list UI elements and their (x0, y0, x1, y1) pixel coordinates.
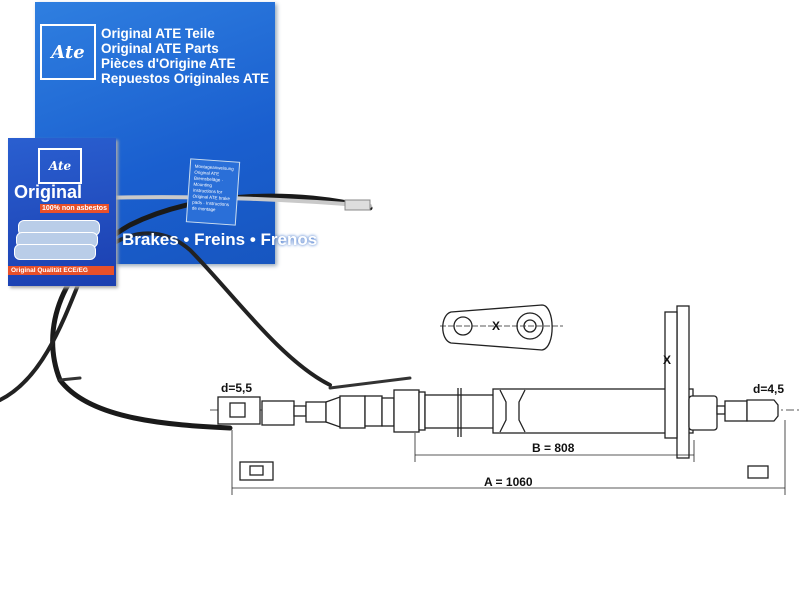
ate-logo-small: Ate (38, 148, 82, 184)
left-diameter-label: d=5,5 (221, 381, 252, 395)
right-diameter-label: d=4,5 (753, 382, 784, 396)
product-box-text: Original ATE Teile Original ATE Parts Pi… (101, 26, 269, 86)
box-line: Original ATE Teile (101, 26, 215, 41)
dimension-a-label: A = 1060 (484, 475, 533, 489)
box-line: Repuestos Originales ATE (101, 71, 270, 86)
box-slogan: Brakes • Freins • Frenos (122, 230, 318, 249)
brake-pad-illustration (14, 244, 96, 260)
right-clevis (746, 399, 779, 422)
box-line: Pièces d'Origine ATE (101, 56, 236, 71)
sleeve (492, 388, 694, 434)
pad-box-title: Original (14, 182, 83, 202)
dimension-b-label: B = 808 (532, 441, 575, 455)
box-line: Original ATE Parts (101, 41, 219, 56)
detail-x-label: X (492, 319, 500, 333)
ate-logo: Ate (40, 24, 96, 80)
quality-strip: Original Qualität ECE/EG (8, 266, 114, 275)
leaflet-text: Montageanweisung Original ATE Bremsbeläg… (191, 163, 234, 213)
brake-pad-box: Ate Original 100% non asbestos Original … (8, 138, 116, 286)
nut (393, 389, 420, 433)
right-end-view (747, 465, 769, 479)
technical-drawing (210, 304, 800, 495)
bracket-x-label: X (663, 353, 671, 367)
instruction-leaflet: Montageanweisung Original ATE Bremsbeläg… (185, 158, 241, 226)
brake-cable-photo (0, 193, 412, 431)
non-asbestos-badge: 100% non asbestos (40, 204, 109, 213)
mounting-bracket (676, 305, 690, 459)
